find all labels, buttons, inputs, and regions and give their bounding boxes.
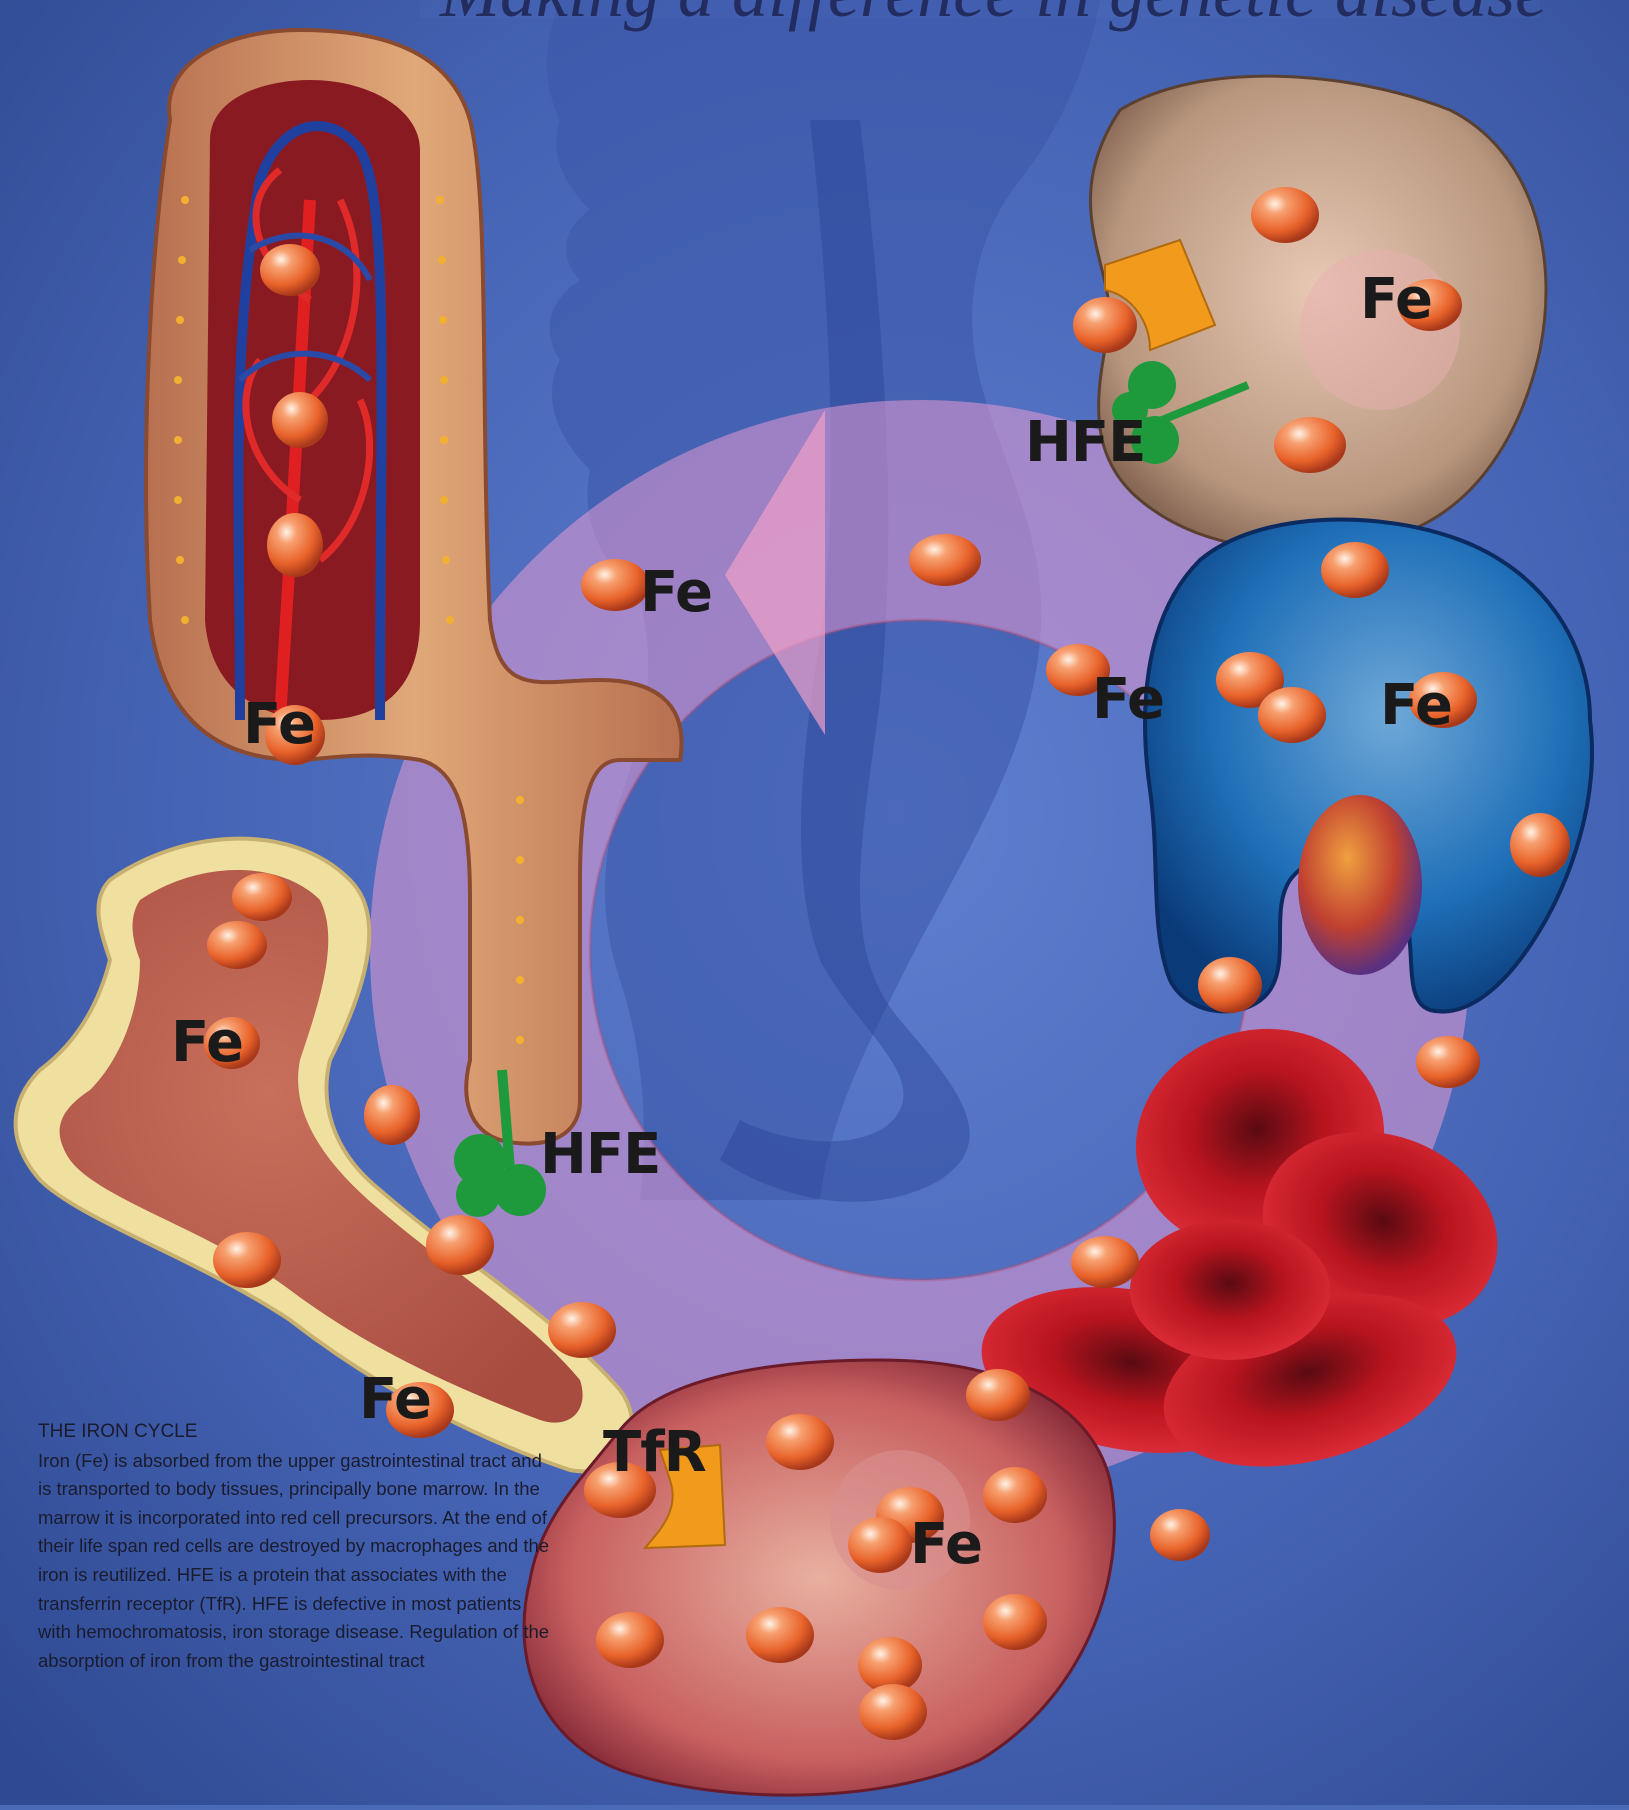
caption-body: Iron (Fe) is absorbed from the upper gas…	[38, 1447, 558, 1676]
fe-label-precursor: Fe	[910, 1517, 982, 1573]
iron-bead	[581, 559, 649, 611]
iron-bead	[426, 1215, 494, 1275]
iron-bead	[596, 1612, 664, 1668]
fe-label-villus: Fe	[243, 697, 315, 753]
iron-bead	[983, 1594, 1047, 1650]
fe-label-hepatocyte: Fe	[1360, 272, 1432, 328]
iron-bead	[1258, 687, 1326, 743]
iron-bead	[232, 873, 292, 921]
iron-bead	[983, 1467, 1047, 1523]
iron-bead	[548, 1302, 616, 1358]
iron-bead	[1071, 1236, 1139, 1288]
engulfed-red-cell	[1298, 795, 1422, 975]
iron-bead	[1150, 1509, 1210, 1561]
hfe-label-hepatocyte: HFE	[1025, 415, 1145, 471]
iron-bead	[1274, 417, 1346, 473]
iron-bead	[1073, 297, 1137, 353]
iron-bead	[746, 1607, 814, 1663]
iron-bead	[207, 921, 267, 969]
iron-bead	[1198, 957, 1262, 1013]
caption: THE IRON CYCLE Iron (Fe) is absorbed fro…	[38, 1418, 558, 1675]
iron-bead	[966, 1369, 1030, 1421]
iron-bead	[909, 534, 981, 586]
iron-bead	[260, 244, 320, 296]
fe-label-bone-top: Fe	[171, 1015, 243, 1071]
tfr-label: TfR	[603, 1425, 706, 1481]
iron-bead	[1251, 187, 1319, 243]
fe-label-macrophage-left: Fe	[1092, 672, 1164, 728]
fe-label-blood: Fe	[640, 565, 712, 621]
iron-bead	[1510, 813, 1570, 877]
iron-bead	[267, 513, 323, 577]
page-title: Making a difference in genetic disease	[440, 0, 1547, 28]
iron-bead	[213, 1232, 281, 1288]
iron-bead	[766, 1414, 834, 1470]
iron-bead	[1416, 1036, 1480, 1088]
iron-bead	[272, 392, 328, 448]
iron-bead	[1321, 542, 1389, 598]
iron-bead	[848, 1517, 912, 1573]
fe-label-macrophage-right: Fe	[1380, 678, 1452, 734]
iron-bead	[364, 1085, 420, 1145]
caption-heading: THE IRON CYCLE	[38, 1418, 558, 1447]
iron-bead	[859, 1684, 927, 1740]
hfe-label-intestine: HFE	[540, 1127, 660, 1183]
